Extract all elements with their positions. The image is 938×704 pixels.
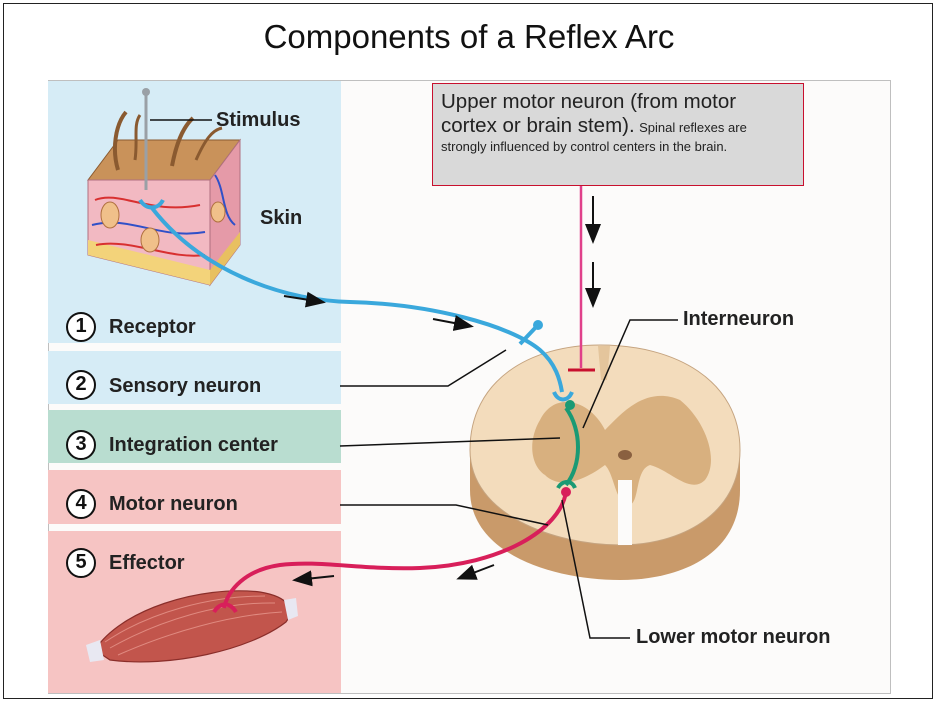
component-label-effector: Effector xyxy=(109,552,185,574)
sensory-neuron-path xyxy=(150,206,564,393)
component-label-sensory-neuron: Sensory neuron xyxy=(109,375,262,397)
integration-leader-line xyxy=(339,437,561,447)
sensory-arrow-1 xyxy=(283,291,326,308)
interneuron-path xyxy=(564,406,580,487)
upper-motor-neuron-box: Upper motor neuron (from motor cortex or… xyxy=(432,83,804,186)
component-number-sensory-neuron: 2 xyxy=(66,370,96,400)
component-label-receptor: Receptor xyxy=(109,316,196,338)
stimulus-label: Stimulus xyxy=(216,109,301,131)
spinal-cord-section xyxy=(469,344,741,580)
motor-leader-line xyxy=(340,504,549,526)
skin-illustration xyxy=(87,110,241,287)
motor-arrow-1 xyxy=(456,564,495,580)
component-label-motor-neuron: Motor neuron xyxy=(109,493,238,515)
sensory-band xyxy=(48,351,341,404)
lower-motor-leader-line xyxy=(561,499,630,639)
skin-label: Skin xyxy=(260,207,303,229)
motor-neuron-path xyxy=(222,491,568,609)
upper-motor-neuron-note: Spinal reflexes are strongly influenced … xyxy=(441,120,747,154)
component-number-motor-neuron: 4 xyxy=(66,489,96,519)
upper-motor-neuron-main: Upper motor neuron (from motor cortex or… xyxy=(441,90,737,137)
muscle-illustration xyxy=(86,590,298,663)
integration-band xyxy=(48,410,341,463)
interneuron-leader-line xyxy=(582,319,678,429)
interneuron-label: Interneuron xyxy=(683,308,795,330)
slide-title: Components of a Reflex Arc xyxy=(263,18,675,55)
motor-arrow-2 xyxy=(292,570,335,587)
sensory-leader-line xyxy=(340,349,507,387)
component-label-integration-center: Integration center xyxy=(109,434,278,456)
component-number-effector: 5 xyxy=(66,548,96,578)
sensory-arrow-2 xyxy=(432,315,474,331)
component-number-receptor: 1 xyxy=(66,312,96,342)
lower-motor-neuron-label: Lower motor neuron xyxy=(636,626,831,648)
component-number-integration-center: 3 xyxy=(66,430,96,460)
motor-band xyxy=(48,470,341,524)
